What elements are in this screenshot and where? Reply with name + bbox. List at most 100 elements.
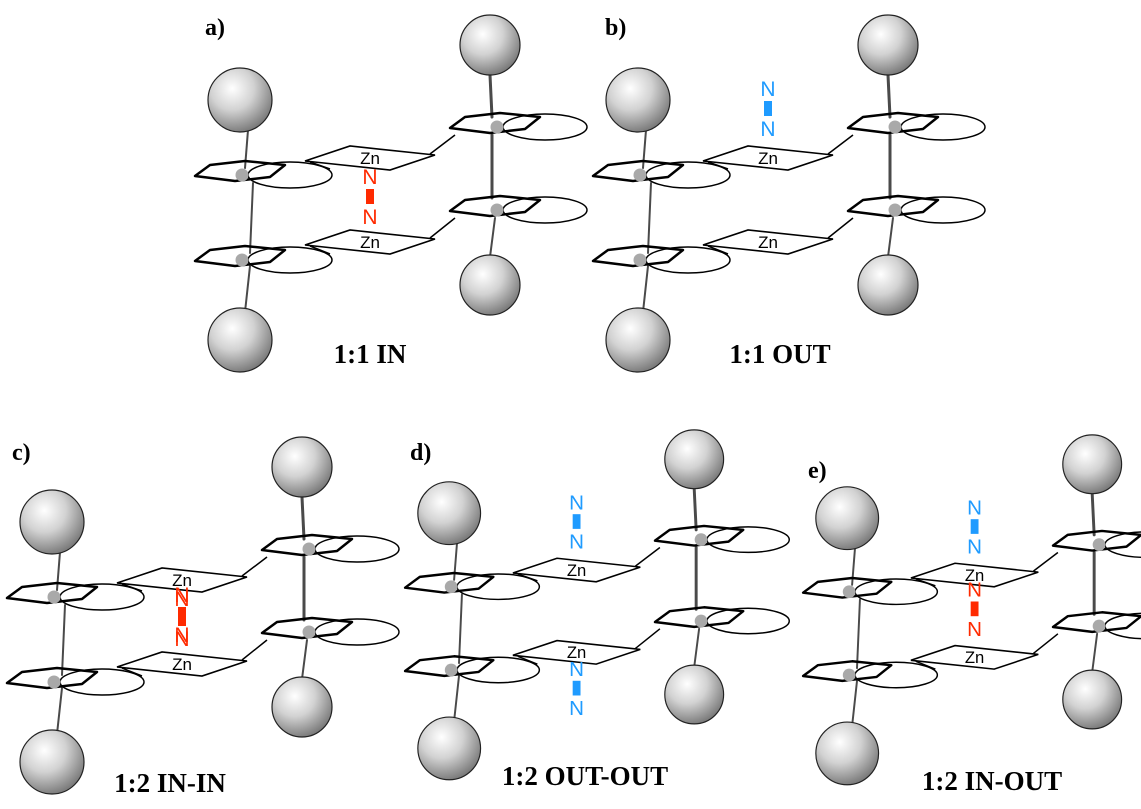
- porphyrin-arm: [241, 556, 268, 577]
- porphyrin-plane: [116, 567, 248, 593]
- zn-porphyrin-upper: Zn: [304, 145, 436, 171]
- axial-ligand-1: NN: [760, 78, 775, 141]
- porphyrin-arm: [429, 217, 456, 239]
- porphyrin-plane: [910, 562, 1039, 588]
- atom-dot: [694, 533, 708, 547]
- bulky-group-bottom-right: [459, 254, 521, 316]
- n-n-bond: [970, 601, 979, 617]
- n-n-bond: [572, 680, 581, 696]
- atom-dot: [302, 542, 316, 556]
- atom-dot: [888, 203, 902, 217]
- pyridyl-ring: [314, 618, 400, 646]
- bulky-group-top-left: [207, 67, 273, 133]
- n-atom-bottom: N: [760, 118, 775, 141]
- pyridyl-ring: [645, 161, 731, 189]
- linker-rod: [301, 639, 308, 680]
- pyridyl-ring: [456, 573, 541, 601]
- pyridyl-ring: [502, 196, 588, 224]
- atom-dot: [633, 253, 647, 267]
- linker-rod: [56, 687, 63, 735]
- left-upper-ring: [591, 159, 731, 189]
- n-n-bond: [572, 514, 581, 529]
- left-upper-ring: [193, 159, 333, 189]
- n-atom-bottom: N: [174, 628, 189, 651]
- n-atom-bottom: N: [362, 206, 377, 229]
- phenyl-ring: [5, 666, 99, 690]
- n-atom-top: N: [174, 588, 189, 611]
- zn-porphyrin-lower: Zn: [304, 229, 436, 255]
- right-lower-ring: [1051, 611, 1141, 640]
- zn-porphyrin-upper: Zn: [702, 145, 834, 171]
- panel-letter: c): [12, 440, 31, 466]
- panel-letter: e): [808, 458, 827, 484]
- porphyrin-arm: [1032, 551, 1059, 572]
- linker-rod: [300, 495, 306, 541]
- porphyrin-arm: [517, 655, 538, 665]
- bulky-group-bottom-left: [207, 307, 273, 373]
- pyridyl-ring: [900, 196, 986, 224]
- linker-rod: [489, 217, 496, 258]
- right-upper-ring: [260, 533, 400, 563]
- panel-caption: 1:2 IN-IN: [114, 768, 226, 798]
- bulky-group-bottom-left: [417, 716, 482, 781]
- porphyrin-arm: [634, 628, 661, 650]
- pyridyl-ring: [706, 526, 790, 554]
- phenyl-ring: [193, 159, 287, 183]
- panel-caption: 1:2 IN-OUT: [922, 766, 1062, 796]
- pyridyl-ring: [706, 607, 790, 635]
- pyridyl-ring: [59, 668, 145, 696]
- atom-dot: [235, 253, 249, 267]
- bulky-group-top-left: [19, 489, 85, 555]
- porphyrin-plane: [702, 229, 834, 255]
- bulky-group-bottom-left: [19, 729, 85, 795]
- linker-rod: [458, 593, 463, 665]
- zn-label: Zn: [758, 149, 778, 168]
- n-atom-bottom: N: [569, 697, 584, 720]
- zn-porphyrin-lower: Zn: [512, 639, 641, 665]
- zn-label: Zn: [172, 655, 192, 674]
- panel-letter: a): [205, 15, 225, 41]
- panel-letter: d): [410, 440, 431, 466]
- atom-dot: [888, 120, 902, 134]
- zn-label: Zn: [965, 648, 984, 667]
- n-atom-top: N: [362, 166, 377, 189]
- right-lower-ring: [260, 616, 400, 646]
- axial-ligand-2: NN: [174, 584, 189, 647]
- zn-porphyrin-upper: Zn: [910, 562, 1039, 588]
- left-lower-ring: [5, 666, 145, 696]
- pyridyl-ring: [247, 246, 333, 274]
- bulky-group-bottom-right: [1062, 669, 1123, 730]
- atom-dot: [47, 590, 61, 604]
- porphyrin-arm: [915, 660, 936, 670]
- atom-dot: [490, 120, 504, 134]
- atom-dot: [633, 168, 647, 182]
- linker-rod: [887, 217, 894, 258]
- linker-rod: [642, 265, 649, 313]
- left-upper-ring: [403, 571, 541, 601]
- linker-rod: [1091, 632, 1099, 674]
- porphyrin-plane: [304, 229, 436, 255]
- pyridyl-ring: [1104, 531, 1141, 559]
- zn-label: Zn: [172, 571, 192, 590]
- porphyrin-plane: [512, 557, 641, 583]
- n-atom-top: N: [569, 491, 584, 514]
- linker-rod: [61, 604, 66, 676]
- bulky-group-bottom-right: [664, 664, 725, 725]
- bulky-group-top-left: [605, 67, 671, 133]
- n-atom-top: N: [967, 496, 982, 519]
- porphyrin-arm: [121, 667, 143, 677]
- phenyl-ring: [403, 571, 495, 594]
- atom-dot: [444, 663, 458, 677]
- zn-porphyrin-lower: Zn: [910, 644, 1039, 670]
- porphyrin-arm: [241, 639, 268, 661]
- bulky-group-bottom-right: [271, 676, 333, 738]
- zn-label: Zn: [360, 233, 380, 252]
- bulky-group-top-right: [857, 14, 919, 76]
- phenyl-ring: [260, 533, 354, 557]
- pyridyl-ring: [1104, 612, 1141, 640]
- pyridyl-ring: [900, 113, 986, 141]
- atom-dot: [694, 614, 708, 628]
